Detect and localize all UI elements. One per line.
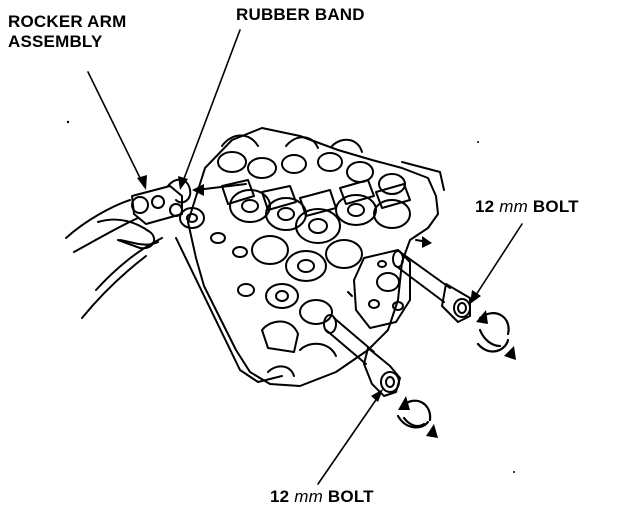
cylinder-head-outline	[187, 127, 439, 387]
hand-illustration	[65, 199, 163, 319]
bolt-right-leader-arrowhead	[470, 290, 481, 304]
camshaft-journals-top	[217, 134, 406, 195]
loosen-rotation-arrowhead-right-bottom	[504, 346, 516, 360]
rubber-band-leader-arrowhead	[178, 176, 188, 190]
bolt-bottom-size: 12	[270, 487, 290, 506]
bolt-bottom-label: 12 mm BOLT	[270, 487, 374, 507]
rocker-shaft-holders	[221, 179, 411, 217]
bolt-right-unit: mm	[499, 197, 528, 216]
loosen-rotation-arrowhead-right-top	[476, 310, 488, 324]
bolt-right-leader	[473, 223, 523, 299]
removal-arrowhead-right	[422, 236, 432, 248]
bolt-bottom-leader	[317, 393, 381, 485]
bolt-right-label: 12 mm BOLT	[475, 197, 579, 217]
rocker-arm-label-line1: ROCKER ARM	[8, 12, 127, 31]
rubber-band	[167, 178, 192, 204]
head-top-rail	[401, 161, 445, 191]
bolt-bottom-word: BOLT	[327, 487, 374, 506]
rocker-arm-label-line2: ASSEMBLY	[8, 32, 103, 51]
bolt-right-size: 12	[475, 197, 495, 216]
lower-head-detail	[210, 232, 337, 377]
bolt-bottom-leader-arrowhead	[371, 389, 383, 402]
rubber-band-label: RUBBER BAND	[236, 5, 365, 24]
bottom-bolt-shaft	[323, 314, 401, 397]
rocker-arm-assembly-label: ROCKER ARM ASSEMBLY	[8, 12, 126, 52]
print-specks	[66, 120, 515, 473]
loosen-rotation-arrowhead-bottom-top	[398, 396, 410, 410]
head-flange-edge	[175, 237, 283, 383]
rocker-arm-leader	[87, 71, 145, 187]
loosen-rotation-arrowhead-bottom-bottom	[426, 424, 438, 438]
rocker-arm-leader-arrowhead	[137, 175, 147, 190]
bolt-right-word: BOLT	[532, 197, 579, 216]
removal-arrowhead-left	[192, 184, 204, 196]
bolt-bottom-unit: mm	[294, 487, 323, 506]
rocker-arm-assembly	[131, 185, 205, 229]
right-bolt-shaft	[392, 250, 471, 323]
rubber-band-leader	[181, 29, 241, 185]
